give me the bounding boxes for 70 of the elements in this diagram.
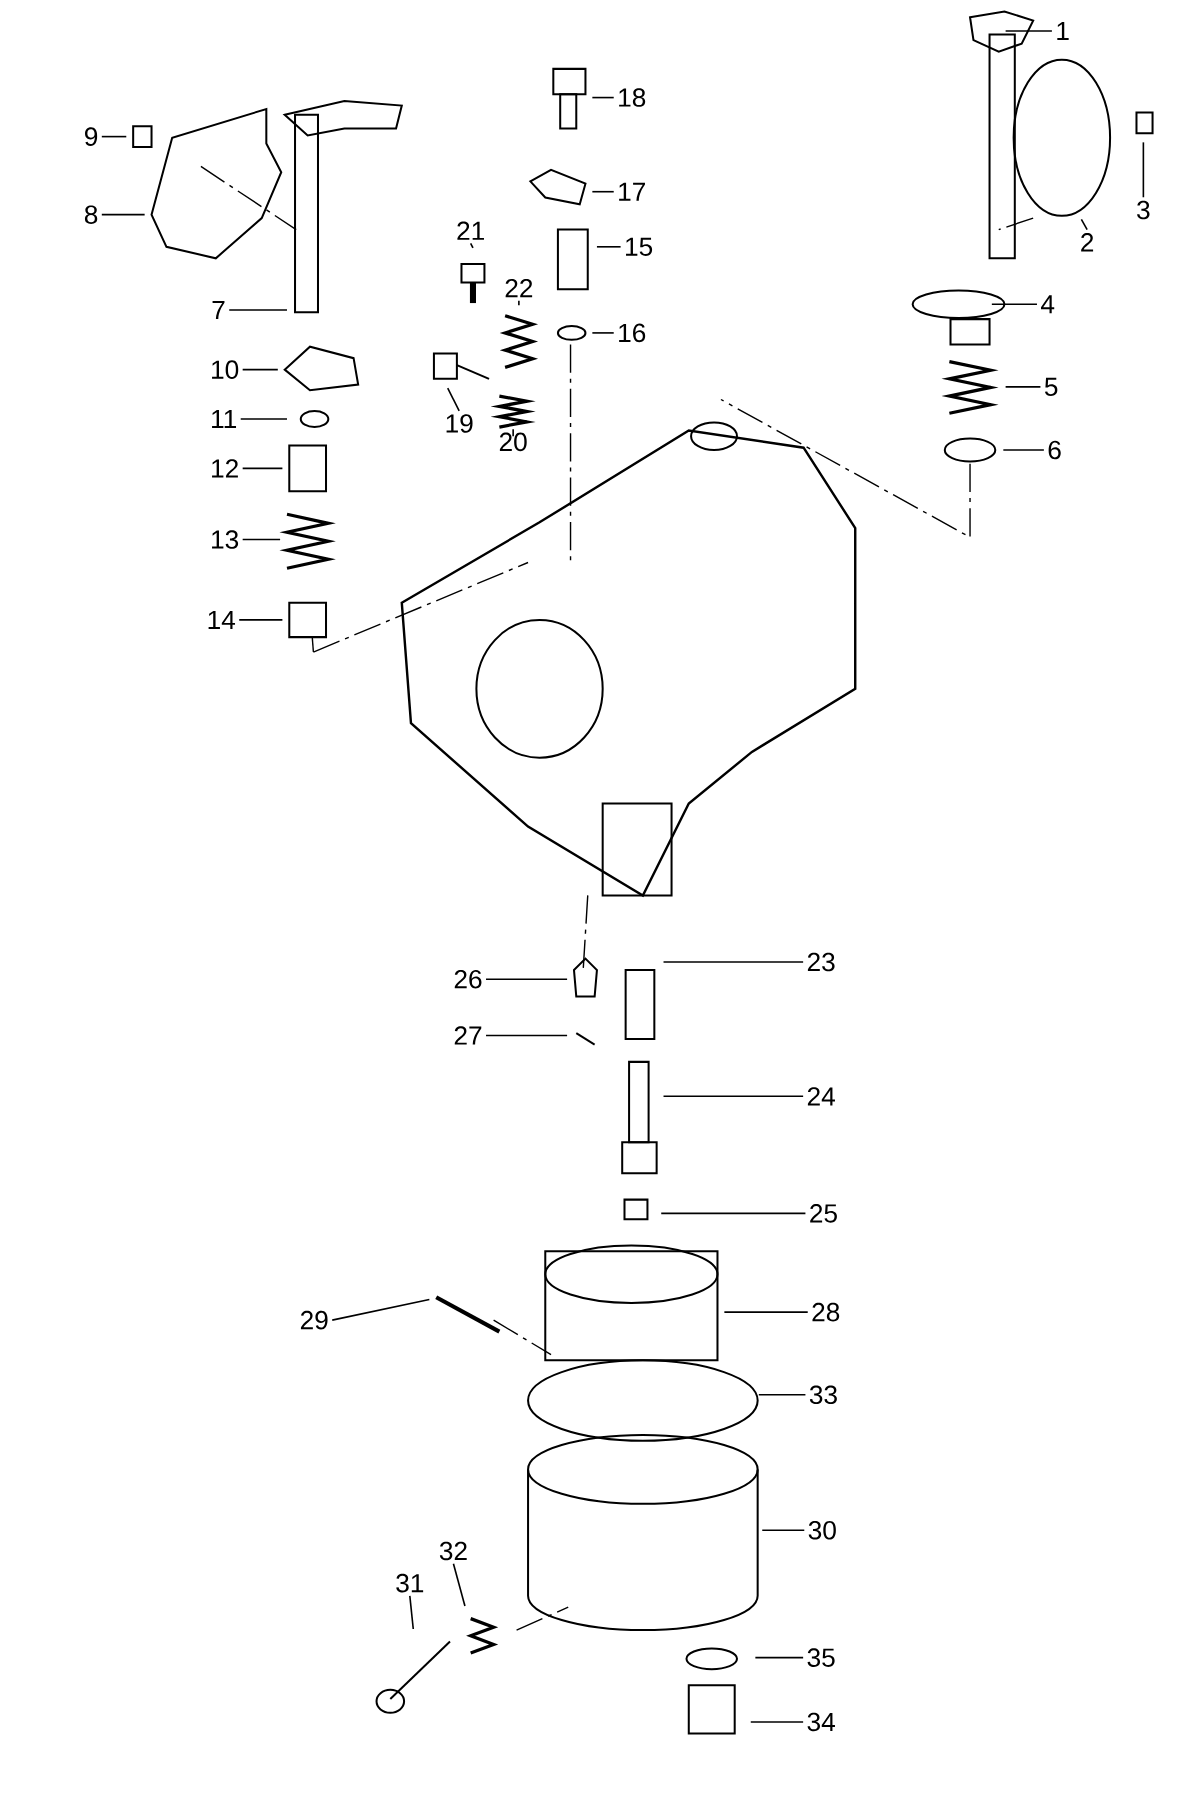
callout-number: 8	[84, 205, 98, 224]
leader-line	[228, 309, 288, 311]
callout-number: 6	[1048, 440, 1061, 460]
callout-number: 2	[1081, 233, 1093, 252]
leader-line	[1004, 386, 1042, 388]
leader-line	[1080, 218, 1088, 231]
leader-line	[446, 387, 460, 412]
callout-number: 11	[211, 410, 236, 429]
leader-line	[239, 418, 288, 420]
callout-number: 5	[1044, 377, 1058, 396]
leader-line	[591, 190, 615, 193]
leader-line	[749, 1721, 804, 1723]
callout-number: 33	[809, 1385, 837, 1405]
callout-number: 31	[396, 1573, 424, 1593]
callout-number: 10	[211, 360, 239, 379]
leader-line	[512, 428, 514, 438]
leader-line	[241, 467, 284, 470]
callout-number: 18	[619, 88, 646, 107]
leader-line	[100, 213, 146, 216]
callout-number: 21	[457, 221, 484, 240]
callout-number: 12	[211, 459, 238, 478]
callout-number: 25	[810, 1204, 837, 1223]
callout-number: 1	[1057, 22, 1069, 40]
leader-line	[238, 619, 284, 621]
leader-line	[990, 303, 1038, 305]
callout-number: 7	[212, 300, 225, 319]
callout-number: 16	[619, 323, 646, 343]
leader-line	[596, 246, 622, 248]
leader-line	[469, 242, 474, 249]
leader-line	[754, 1656, 804, 1659]
callout-number: 26	[454, 969, 482, 989]
leader-line	[100, 135, 127, 138]
callout-number: 4	[1040, 295, 1055, 314]
callout-number: 24	[807, 1087, 835, 1106]
leader-line	[757, 1393, 807, 1396]
callout-number: 14	[208, 610, 235, 629]
leader-line	[485, 978, 568, 980]
callout-number: 29	[300, 1310, 328, 1330]
callout-number: 3	[1137, 200, 1150, 220]
callout-number: 30	[808, 1520, 836, 1540]
callout-number: 35	[807, 1648, 835, 1667]
leader-line	[1004, 30, 1053, 32]
callout-number: 23	[807, 952, 835, 972]
leader-line	[517, 299, 520, 307]
leader-line	[1002, 449, 1045, 451]
leader-line	[660, 1212, 807, 1215]
leader-line	[662, 961, 804, 963]
callout-number: 22	[505, 278, 533, 298]
leader-line	[662, 1095, 804, 1098]
leader-line	[591, 96, 615, 99]
leader-line	[761, 1529, 805, 1532]
callout-number: 27	[454, 1026, 482, 1045]
callout-number: 32	[439, 1541, 467, 1561]
callout-number: 28	[812, 1302, 840, 1322]
leader-line	[485, 1034, 568, 1037]
leader-line	[241, 538, 281, 541]
callout-number: 19	[446, 414, 473, 433]
leader-line	[591, 332, 615, 334]
leader-line	[1142, 141, 1145, 199]
leader-line	[331, 1298, 431, 1321]
callout-number: 20	[499, 432, 527, 452]
callout-number: 15	[625, 237, 652, 256]
callout-number: 9	[84, 127, 98, 146]
leader-line	[452, 1562, 466, 1607]
leader-line	[723, 1311, 809, 1313]
callout-number: 17	[619, 182, 645, 201]
leader-line	[408, 1595, 414, 1630]
callout-number: 34	[807, 1712, 835, 1732]
leader-line	[241, 368, 279, 371]
callout-number: 13	[211, 530, 238, 549]
